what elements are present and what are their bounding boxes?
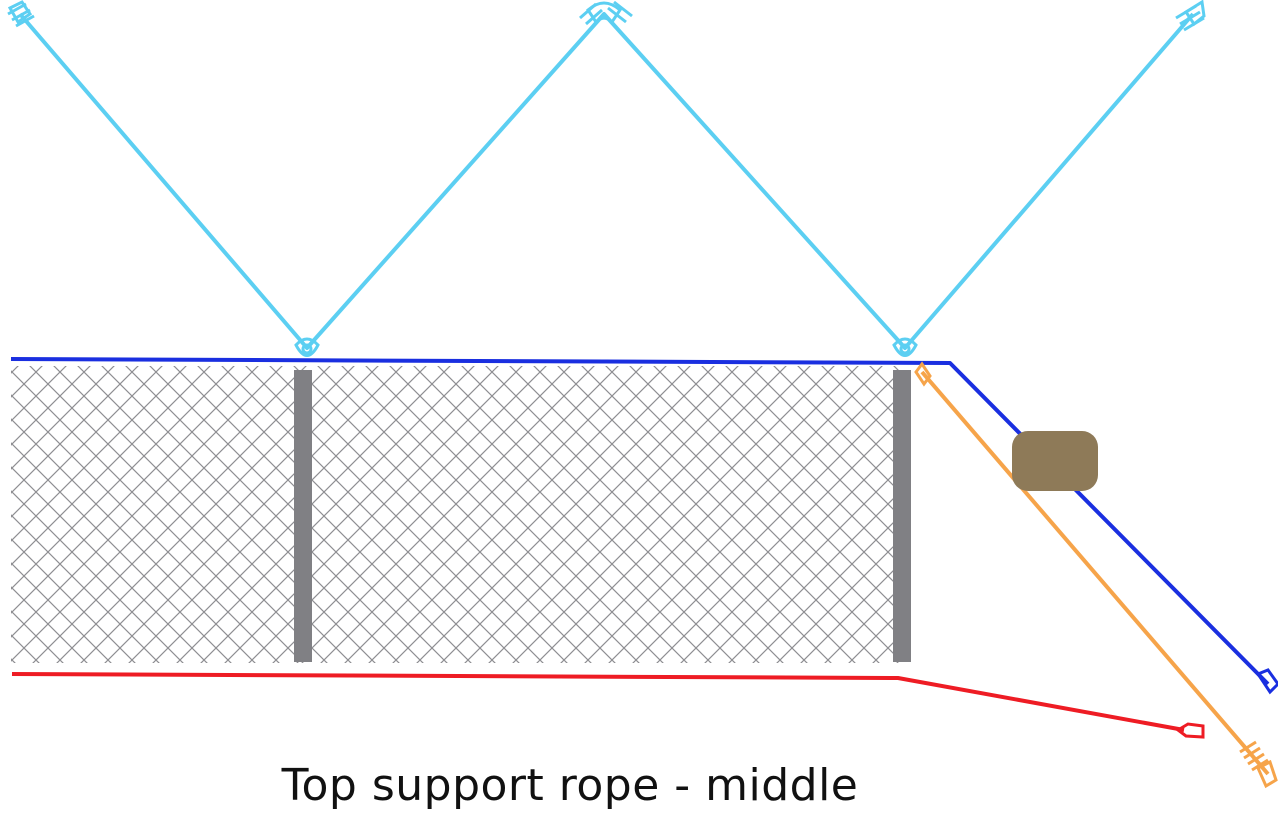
rope-loop-icon: [892, 337, 918, 357]
head-rope: [10, 357, 1270, 686]
rope-end-whipping-icon: [1239, 740, 1278, 789]
float-block-icon: [1012, 431, 1098, 491]
foot-rope: [11, 672, 1185, 732]
rope-loop-icon: [294, 337, 320, 357]
rope-end-whipping-icon: [1255, 668, 1278, 695]
tie-rope: [920, 370, 1270, 776]
diagram-caption: Top support rope - middle: [281, 760, 859, 811]
rope-end-whipping-icon: [1175, 722, 1205, 739]
rope-end-whipping-icon: [1175, 0, 1206, 32]
rope-loop-icon: [914, 361, 932, 387]
pole-right: [893, 370, 911, 662]
support-rope: [18, 12, 1195, 350]
rope-end-whipping-icon: [7, 0, 35, 28]
net-mesh: [11, 366, 899, 663]
rope-end-whipping-icon: [579, 0, 633, 26]
pole-left: [294, 370, 312, 662]
